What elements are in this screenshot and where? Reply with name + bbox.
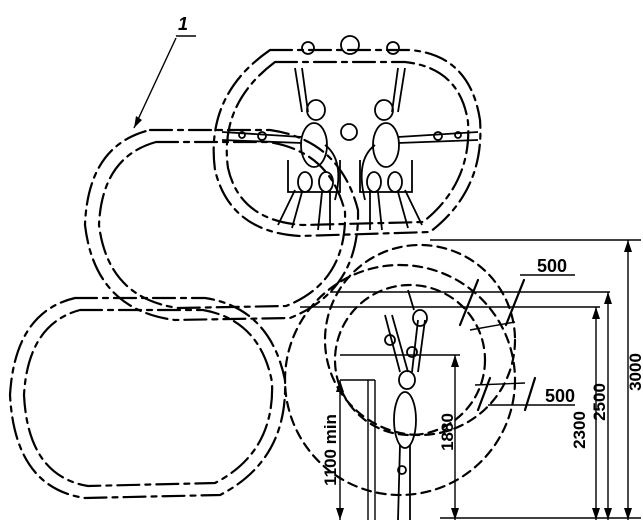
dim-1880-label: 1880 [438,413,457,451]
occupant-right [359,67,479,231]
head-circles [301,35,400,141]
dim-2300-label: 2300 [570,411,589,449]
swing-circles [283,243,517,497]
dim-500-mid-label: 500 [545,386,575,406]
middle-envelope [83,128,360,322]
lower-envelope [8,296,287,500]
clearance-500-lines [458,274,575,412]
dim-2500-label: 2500 [590,383,609,421]
standing-figure [384,289,428,520]
dim-500-top-label: 500 [537,256,567,276]
dim-1100-label: 1100 min [321,414,340,486]
item-1-leader [133,35,196,129]
occupant-left [221,67,341,231]
item-number-label: 1 [178,14,188,34]
dim-3000-label: 3000 [626,353,643,391]
ladder-wall [340,379,376,520]
dimension-lines [336,240,641,520]
